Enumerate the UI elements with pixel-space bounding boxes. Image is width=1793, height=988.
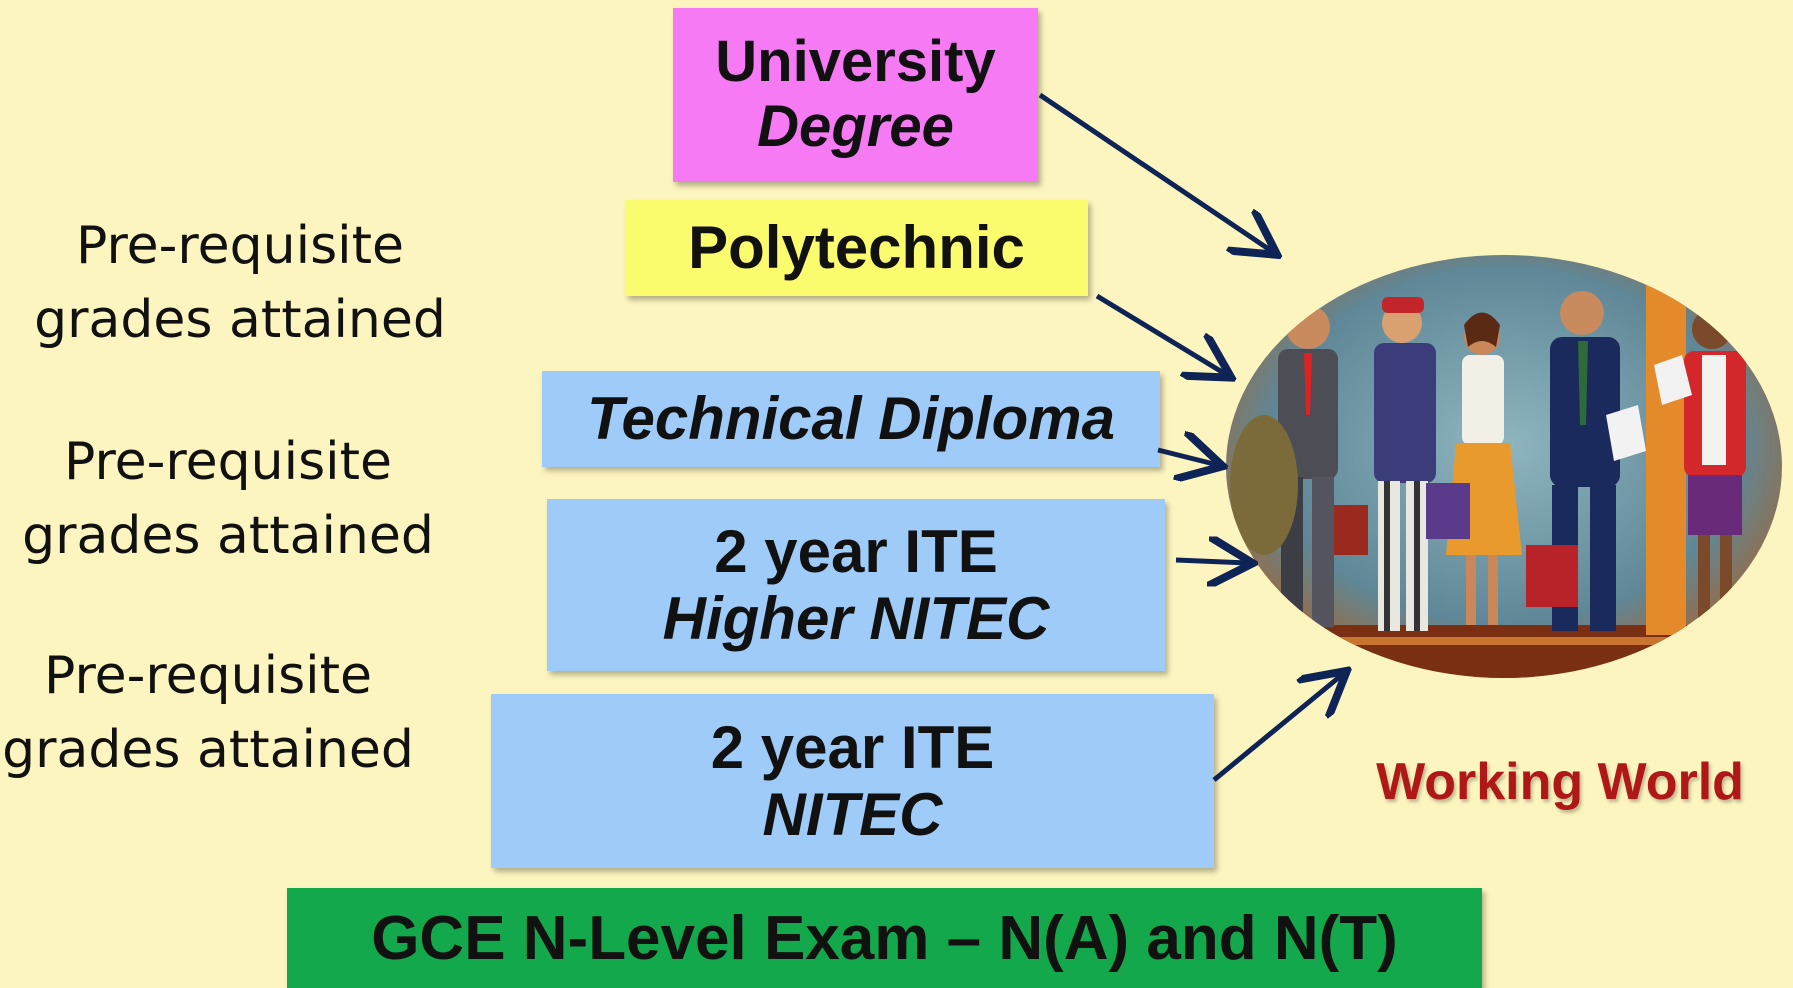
prerequisite-line1: Pre-requisite (44, 646, 372, 706)
prerequisite-label-middle: Pre-requisite grades attained (8, 426, 448, 574)
university-degree-box: University Degree (673, 8, 1038, 182)
university-line1: University (715, 29, 996, 95)
technical-diploma-box: Technical Diploma (542, 371, 1160, 467)
working-world-illustration (1226, 255, 1782, 678)
working-world-label: Working World (1376, 753, 1744, 811)
technical-diploma-label: Technical Diploma (587, 385, 1115, 453)
prerequisite-line2: grades attained (22, 505, 434, 566)
prerequisite-label-top: Pre-requisite grades attained (20, 210, 460, 358)
higher-nitec-box: 2 year ITE Higher NITEC (547, 499, 1165, 671)
person-figure (1426, 312, 1522, 625)
gce-n-level-box: GCE N-Level Exam – N(A) and N(T) (287, 888, 1482, 988)
arrow-polytechnic-to-work (1095, 293, 1227, 375)
prerequisite-line1: Pre-requisite (76, 216, 404, 276)
higher-nitec-line2: Higher NITEC (662, 585, 1050, 652)
prerequisite-line1: Pre-requisite (64, 432, 392, 492)
gce-n-level-label: GCE N-Level Exam – N(A) and N(T) (371, 904, 1398, 973)
arrow-nitec-to-work (1212, 674, 1343, 782)
higher-nitec-line1: 2 year ITE (714, 517, 998, 585)
nitec-box: 2 year ITE NITEC (491, 694, 1214, 868)
prerequisite-label-bottom: Pre-requisite grades attained (0, 640, 428, 788)
nitec-line2: NITEC (762, 781, 943, 848)
prerequisite-line2: grades attained (2, 719, 414, 780)
person-figure (1526, 291, 1646, 631)
arrow-diploma-to-work (1157, 450, 1218, 465)
arrow-university-to-work (1038, 92, 1273, 252)
polytechnic-label: Polytechnic (688, 214, 1025, 282)
person-figure (1334, 297, 1436, 631)
arrow-higher-nitec-to-work (1175, 560, 1248, 563)
nitec-line1: 2 year ITE (710, 713, 995, 781)
prerequisite-line2: grades attained (34, 289, 446, 350)
university-line2: Degree (757, 94, 954, 159)
polytechnic-box: Polytechnic (625, 200, 1088, 296)
person-figure (1230, 305, 1338, 627)
